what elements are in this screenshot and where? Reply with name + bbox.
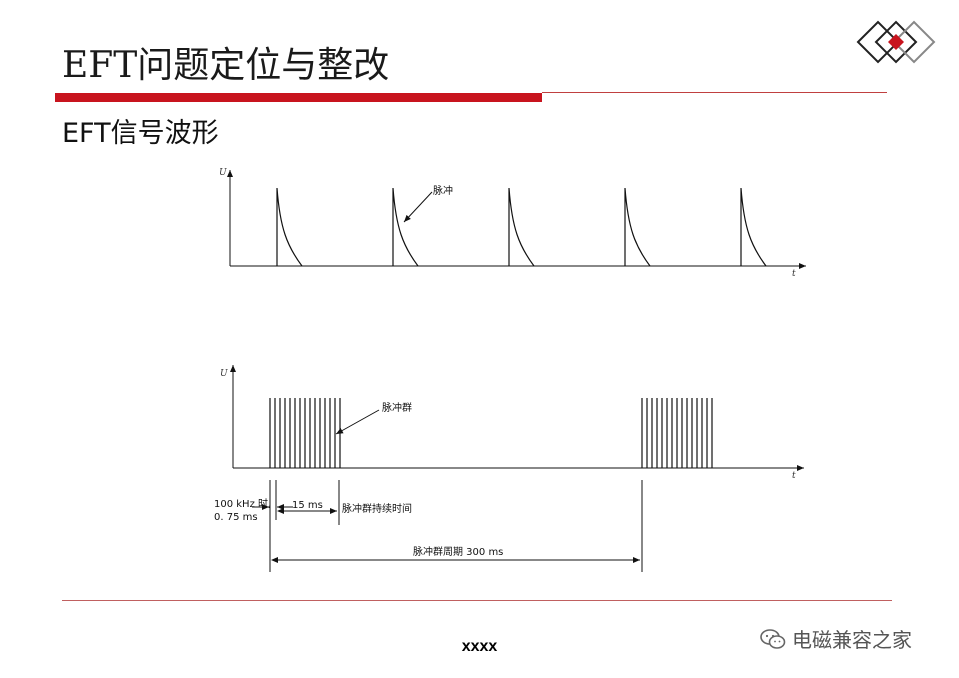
watermark-text: 电磁兼容之家 — [792, 628, 912, 652]
slide-title: EFT问题定位与整改 — [62, 45, 390, 86]
slide-subtitle: EFT信号波形 — [62, 118, 219, 149]
top-x-label: t — [792, 269, 796, 279]
watermark: 电磁兼容之家 — [760, 624, 912, 653]
top-pulses — [276, 187, 767, 267]
footer-divider — [62, 600, 892, 601]
duration-label: 脉冲群持续时间 — [342, 502, 412, 515]
freq-label-line2: 0. 75 ms — [214, 512, 258, 523]
pulse-4 — [624, 187, 651, 267]
title-accent-bar — [55, 93, 542, 102]
period-label: 脉冲群周期 300 ms — [413, 545, 503, 558]
burst-annotation-leader — [335, 409, 380, 435]
wechat-icon — [760, 628, 786, 649]
pulse-1 — [276, 187, 303, 267]
pulse-2 — [392, 187, 419, 267]
burst-annotation: 脉冲群 — [382, 401, 412, 414]
footer-text: xxxx — [461, 638, 498, 655]
duration-value: 15 ms — [292, 500, 323, 511]
burst-group-second — [641, 398, 713, 468]
pulse-waveform-top: U t 脉冲 — [219, 168, 806, 279]
top-y-label: U — [219, 168, 227, 178]
pulse-annotation: 脉冲 — [433, 184, 453, 197]
bottom-x-label: t — [792, 471, 796, 481]
freq-label-line1: 100 kHz 时, — [214, 498, 271, 510]
title-underline — [542, 92, 887, 93]
pulse-3 — [508, 187, 535, 267]
burst-group-first — [269, 398, 341, 468]
pulse-annotation-leader — [403, 191, 433, 223]
pulse-5 — [740, 187, 767, 267]
bottom-y-label: U — [220, 369, 228, 379]
burst-waveform-bottom: U t 脉冲群 15 ms 脉冲群持续时间 100 kHz 时, 0. 75 m… — [214, 365, 804, 572]
diamond-logo-icon — [852, 14, 938, 75]
